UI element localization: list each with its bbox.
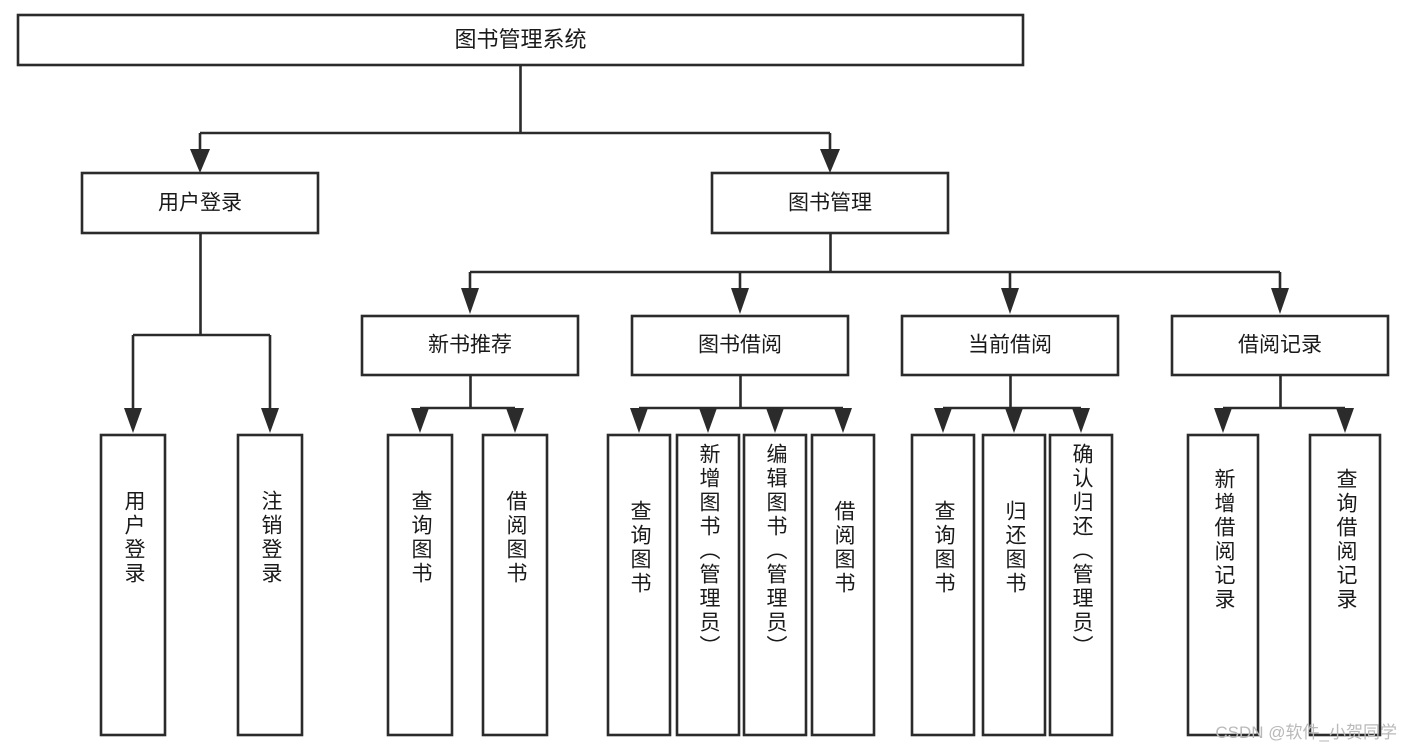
node-user-login-label: 用户登录 xyxy=(158,192,242,215)
connector-group-book-mgmt xyxy=(461,233,1289,314)
arrow-head-icon xyxy=(1271,288,1289,314)
arrow-head-icon xyxy=(506,408,524,433)
node-borrow-record-box[interactable] xyxy=(1170,314,1390,377)
arrow-head-icon xyxy=(461,288,479,314)
node-root[interactable]: 图书管理系统 xyxy=(16,13,1025,67)
leaf-box-user-login[interactable] xyxy=(99,433,167,737)
node-user-login-box[interactable] xyxy=(80,171,320,235)
node-book-management-box[interactable] xyxy=(710,171,950,235)
connector-group-root xyxy=(190,65,840,173)
arrow-head-icon xyxy=(1005,408,1023,433)
connector-group-user-login xyxy=(124,233,279,433)
arrow-head-icon xyxy=(834,408,852,433)
connector-group-borrow-record xyxy=(1214,375,1354,433)
leaf-boxes-group xyxy=(99,433,1382,737)
arrow-head-icon xyxy=(731,288,749,314)
connector-group-current-borrow xyxy=(934,375,1090,433)
node-user-login[interactable]: 用户登录 xyxy=(80,171,320,235)
arrow-head-icon xyxy=(1336,408,1354,433)
leaf-box-logout-login[interactable] xyxy=(236,433,304,737)
leaf-box-query-book-rec[interactable] xyxy=(386,433,454,737)
arrow-head-icon xyxy=(190,149,210,173)
arrow-head-icon xyxy=(124,408,142,433)
leaf-box-query-book-borrow[interactable] xyxy=(606,433,672,737)
node-borrow-record[interactable]: 借阅记录 xyxy=(1170,314,1390,377)
node-new-book-recommend-label: 新书推荐 xyxy=(428,334,512,357)
node-new-book-recommend-box[interactable] xyxy=(360,314,580,377)
connector-group-book-borrow xyxy=(630,375,852,433)
arrow-head-icon xyxy=(934,408,952,433)
leaf-box-add-borrow-record[interactable] xyxy=(1186,433,1260,737)
node-book-borrow[interactable]: 图书借阅 xyxy=(630,314,850,377)
arrow-head-icon xyxy=(766,408,784,433)
leaf-box-borrow-book[interactable] xyxy=(810,433,876,737)
arrow-head-icon xyxy=(1214,408,1232,433)
leaf-box-edit-book-admin[interactable] xyxy=(742,433,808,737)
leaf-box-query-book-curr[interactable] xyxy=(910,433,976,737)
arrow-head-icon xyxy=(699,408,717,433)
node-book-management-label: 图书管理 xyxy=(788,192,872,215)
leaf-box-borrow-book-rec[interactable] xyxy=(481,433,549,737)
arrow-head-icon xyxy=(630,408,648,433)
arrow-head-icon xyxy=(261,408,279,433)
node-book-borrow-box[interactable] xyxy=(630,314,850,377)
leaf-box-confirm-return[interactable] xyxy=(1048,433,1114,737)
node-current-borrow-box[interactable] xyxy=(900,314,1120,377)
arrow-head-icon xyxy=(1001,288,1019,314)
node-book-borrow-label: 图书借阅 xyxy=(698,334,782,357)
node-book-management[interactable]: 图书管理 xyxy=(710,171,950,235)
node-borrow-record-label: 借阅记录 xyxy=(1238,334,1322,357)
leaf-box-return-book[interactable] xyxy=(981,433,1047,737)
arrow-head-icon xyxy=(1072,408,1090,433)
node-current-borrow-label: 当前借阅 xyxy=(968,334,1052,357)
node-new-book-recommend[interactable]: 新书推荐 xyxy=(360,314,580,377)
node-current-borrow[interactable]: 当前借阅 xyxy=(900,314,1120,377)
connector-group-new-book-rec xyxy=(411,375,524,433)
arrow-head-icon xyxy=(411,408,429,433)
node-root-label: 图书管理系统 xyxy=(454,27,586,52)
leaf-box-add-book-admin[interactable] xyxy=(675,433,741,737)
leaf-box-query-borrow-rec[interactable] xyxy=(1308,433,1382,737)
node-root-box[interactable] xyxy=(16,13,1025,67)
arrow-head-icon xyxy=(820,149,840,173)
